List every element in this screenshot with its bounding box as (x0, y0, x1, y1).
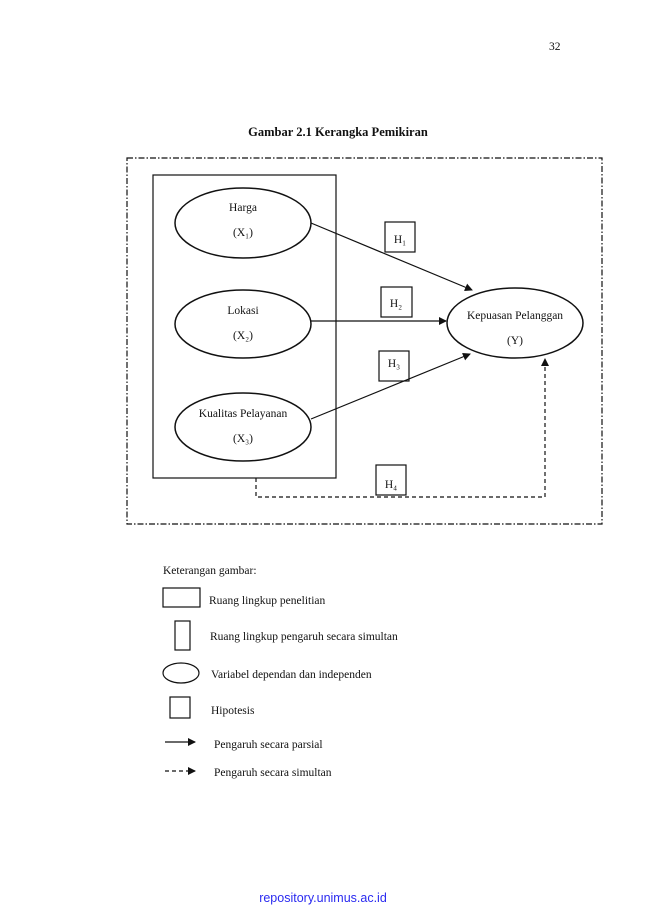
hypothesis-h2: H₂ (380, 286, 413, 318)
variable-symbol: (Y) (507, 335, 523, 347)
legend-item: Pengaruh secara simultan (214, 767, 332, 779)
variable-name: Harga (229, 202, 257, 214)
research-scope-box (152, 174, 337, 479)
variable-name: Kualitas Pelayanan (199, 408, 288, 420)
variable-symbol: (X₁) (233, 227, 253, 239)
variable-kepuasan-pelanggan: Kepuasan Pelanggan (Y) (446, 287, 584, 359)
legend-item: Ruang lingkup pengaruh secara simultan (210, 631, 398, 643)
hypothesis-h4: H₄ (375, 464, 407, 496)
hypothesis-label: H₃ (388, 358, 400, 370)
legend-item: Variabel dependan dan independen (211, 669, 372, 681)
variable-harga: Harga (X₁) (174, 187, 312, 259)
variable-symbol: (X₃) (233, 433, 253, 445)
legend-ellipse-icon (162, 662, 200, 684)
footer-link[interactable]: repository.unimus.ac.id (259, 891, 387, 905)
legend-tall-rect-icon (174, 620, 191, 651)
legend-item: Pengaruh secara parsial (214, 739, 323, 751)
figure-title: Gambar 2.1 Kerangka Pemikiran (248, 125, 428, 139)
variable-symbol: (X₂) (233, 330, 253, 342)
variable-lokasi: Lokasi (X₂) (174, 289, 312, 359)
legend-item: Ruang lingkup penelitian (209, 595, 326, 607)
page-number: 32 (549, 41, 561, 53)
legend-heading: Keterangan gambar: (163, 565, 257, 577)
legend-square-icon (169, 696, 191, 719)
arrow-h4-simultaneous (255, 358, 549, 498)
hypothesis-h3: H₃ (378, 350, 410, 382)
hypothesis-label: H₁ (394, 234, 406, 246)
hypothesis-label: H₄ (385, 479, 397, 491)
arrow-h3 (310, 352, 471, 420)
arrow-h1 (310, 222, 473, 292)
hypothesis-label: H₂ (390, 298, 402, 310)
variable-name: Lokasi (227, 305, 258, 317)
variable-kualitas-pelayanan: Kualitas Pelayanan (X₃) (174, 392, 312, 462)
legend-rect-icon (162, 587, 201, 608)
variable-name: Kepuasan Pelanggan (467, 310, 563, 322)
legend-item: Hipotesis (211, 705, 255, 717)
simultaneous-scope-box (126, 157, 603, 525)
hypothesis-h1: H₁ (384, 221, 416, 253)
